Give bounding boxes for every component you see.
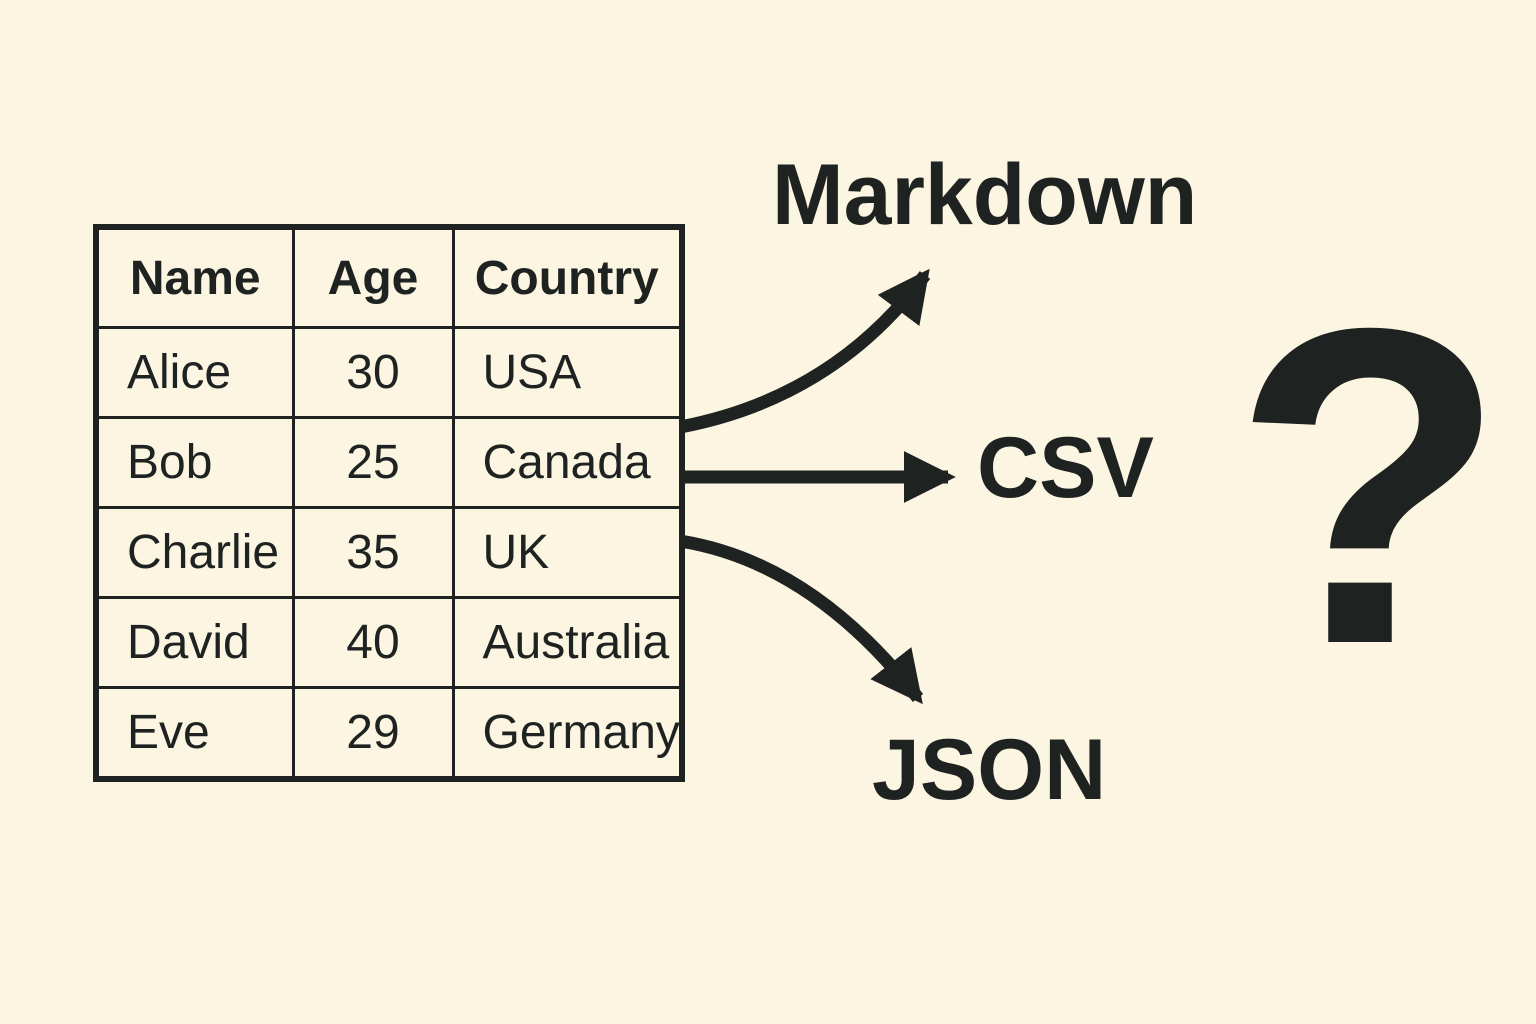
json-label: JSON <box>872 722 1107 818</box>
table-row: David 40 Australia <box>94 596 684 689</box>
cell-name: Alice <box>94 326 295 419</box>
data-table: Name Age Country Alice 30 USA Bob 25 Can… <box>93 224 685 782</box>
arrow-to-json-icon <box>678 534 924 705</box>
cell-country: USA <box>451 326 684 419</box>
table-row: Charlie 35 UK <box>94 506 684 599</box>
csv-label: CSV <box>977 420 1154 516</box>
question-mark: ? <box>1232 236 1507 738</box>
arrow-to-markdown-icon <box>678 268 931 434</box>
column-header-age: Age <box>291 225 455 329</box>
table-row: Alice 30 USA <box>94 326 684 419</box>
cell-country: Canada <box>451 416 684 509</box>
markdown-label: Markdown <box>772 147 1198 243</box>
cell-age: 40 <box>291 596 455 689</box>
cell-country: Germany <box>451 686 684 781</box>
cell-age: 35 <box>291 506 455 599</box>
cell-name: Charlie <box>94 506 295 599</box>
table-header-row: Name Age Country <box>94 225 684 329</box>
cell-name: David <box>94 596 295 689</box>
column-header-country: Country <box>451 225 684 329</box>
cell-age: 25 <box>291 416 455 509</box>
cell-name: Bob <box>94 416 295 509</box>
cell-name: Eve <box>94 686 295 781</box>
cell-age: 30 <box>291 326 455 419</box>
cell-country: UK <box>451 506 684 599</box>
table-row: Bob 25 Canada <box>94 416 684 509</box>
table-row: Eve 29 Germany <box>94 686 684 781</box>
column-header-name: Name <box>94 225 295 329</box>
cell-country: Australia <box>451 596 684 689</box>
cell-age: 29 <box>291 686 455 781</box>
